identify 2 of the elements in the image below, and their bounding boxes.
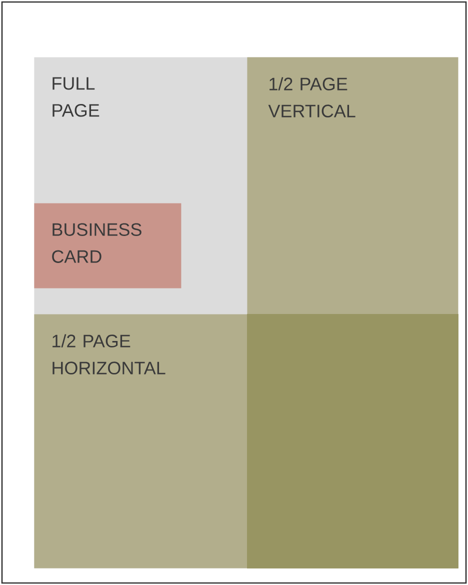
ad-area: 1/2 PAGE HORIZONTAL xyxy=(34,314,458,568)
ad-area: BUSINESS CARD xyxy=(34,203,182,288)
